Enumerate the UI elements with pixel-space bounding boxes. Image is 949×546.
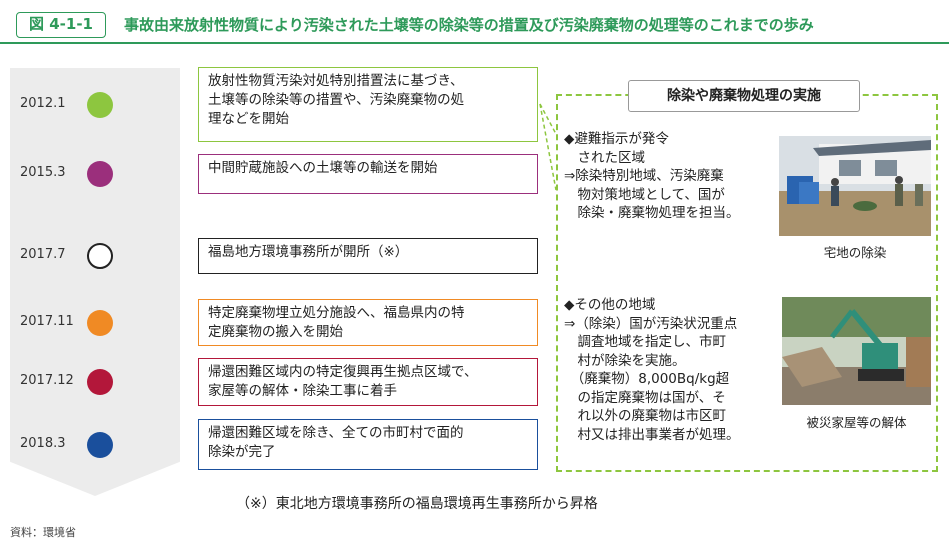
area2-line: れ以外の廃棄物は市区町 <box>564 408 726 424</box>
photo2-caption: 被災家屋等の解体 <box>806 415 907 430</box>
figure-header: 図 4-1-1 事故由来放射性物質により汚染された土壌等の除染等の措置及び汚染廃… <box>6 6 943 42</box>
other-area-text: ◆その他の地域 ⇒（除染）国が汚染状況重点 調査地域を指定し、市町 村が除染を実施… <box>564 296 740 444</box>
timeline-event-line: 理などを開始 <box>208 111 289 127</box>
footnote: （※）東北地方環境事務所の福島環境再生事務所から昇格 <box>236 496 598 512</box>
timeline-event-line: 特定廃棄物埋立処分施設へ、福島県内の特 <box>208 305 465 321</box>
timeline-date: 2017.12 <box>20 373 74 388</box>
timeline-event-box: 帰還困難区域を除き、全ての市町村で面的除染が完了 <box>198 419 538 470</box>
figure-label: 図 4-1-1 <box>16 12 106 38</box>
timeline-event-box: 帰還困難区域内の特定復興再生拠点区域で、家屋等の解体・除染工事に着手 <box>198 358 538 406</box>
timeline-row: 2017.7 福島地方環境事務所が開所（※） <box>0 238 560 274</box>
timeline-band <box>10 68 180 496</box>
timeline-event-line: 帰還困難区域内の特定復興再生拠点区域で、 <box>208 364 478 380</box>
timeline-event-line: 家屋等の解体・除染工事に着手 <box>208 383 397 399</box>
timeline-event-box: 中間貯蔵施設への土壌等の輸送を開始 <box>198 154 538 194</box>
demolition-photo <box>782 297 931 405</box>
decontamination-photo <box>779 136 931 236</box>
area2-line: 調査地域を指定し、市町 <box>564 334 726 350</box>
timeline-event-line: 土壌等の除染等の措置や、汚染廃棄物の処 <box>208 92 465 108</box>
timeline-marker <box>87 431 113 458</box>
evacuation-area-text: ◆避難指示が発令 された区域 ⇒除染特別地域、汚染廃棄 物対策地域として、国が 除… <box>564 130 740 223</box>
timeline-marker <box>87 243 113 269</box>
area2-line: 村が除染を実施。 <box>564 352 686 369</box>
timeline-marker <box>87 369 113 395</box>
timeline-row: 2012.1 放射性物質汚染対処特別措置法に基づき、土壌等の除染等の措置や、汚染廃… <box>0 67 560 142</box>
photo1-caption: 宅地の除染 <box>823 245 887 260</box>
area1-line: ⇒除染特別地域、汚染廃棄 <box>564 168 724 184</box>
timeline-event-line: 中間貯蔵施設への土壌等の輸送を開始 <box>208 160 438 176</box>
timeline-event-line: 定廃棄物の搬入を開始 <box>208 324 343 340</box>
figure-title: 事故由来放射性物質により汚染された土壌等の除染等の措置及び汚染廃棄物の処理等のこ… <box>124 16 814 34</box>
timeline-date: 2015.3 <box>20 165 66 180</box>
timeline-row: 2018.3 帰還困難区域を除き、全ての市町村で面的除染が完了 <box>0 419 560 470</box>
timeline-marker <box>87 161 113 187</box>
timeline-row: 2015.3 中間貯蔵施設への土壌等の輸送を開始 <box>0 154 560 194</box>
timeline-marker <box>87 309 113 336</box>
area2-line: の指定廃棄物は国が、そ <box>564 389 726 406</box>
panel-title: 除染や廃棄物処理の実施 <box>628 80 860 112</box>
area2-line: ⇒（除染）国が汚染状況重点 <box>564 315 738 332</box>
timeline-date: 2012.1 <box>20 95 66 111</box>
timeline-event-line: 福島地方環境事務所が開所（※） <box>208 244 409 260</box>
timeline-event-line: 放射性物質汚染対処特別措置法に基づき、 <box>208 73 464 89</box>
timeline-date: 2018.3 <box>20 435 66 451</box>
timeline-event-line: 帰還困難区域を除き、全ての市町村で面的 <box>208 425 464 441</box>
area1-line: 除染・廃棄物処理を担当。 <box>564 205 740 221</box>
timeline-event-line: 除染が完了 <box>208 444 276 460</box>
area1-line: 物対策地域として、国が <box>564 186 725 203</box>
area2-line: 村又は排出事業者が処理。 <box>564 426 740 443</box>
timeline-date: 2017.11 <box>20 313 74 329</box>
timeline-event-box: 特定廃棄物埋立処分施設へ、福島県内の特定廃棄物の搬入を開始 <box>198 299 538 346</box>
timeline-row: 2017.11 特定廃棄物埋立処分施設へ、福島県内の特定廃棄物の搬入を開始 <box>0 299 560 346</box>
source-note: 資料：環境省 <box>10 526 76 539</box>
area2-line: （廃棄物）8,000Bq/kg超 <box>564 371 730 387</box>
timeline-event-box: 放射性物質汚染対処特別措置法に基づき、土壌等の除染等の措置や、汚染廃棄物の処理な… <box>198 67 538 142</box>
timeline-row: 2017.12 帰還困難区域内の特定復興再生拠点区域で、家屋等の解体・除染工事に着… <box>0 358 560 406</box>
header-rule <box>0 42 949 44</box>
timeline-event-box: 福島地方環境事務所が開所（※） <box>198 238 538 274</box>
area2-line: ◆その他の地域 <box>564 297 656 313</box>
area1-line: ◆避難指示が発令 <box>564 131 669 147</box>
timeline-date: 2017.7 <box>20 247 66 262</box>
area1-line: された区域 <box>564 149 645 166</box>
timeline-marker <box>87 91 113 118</box>
